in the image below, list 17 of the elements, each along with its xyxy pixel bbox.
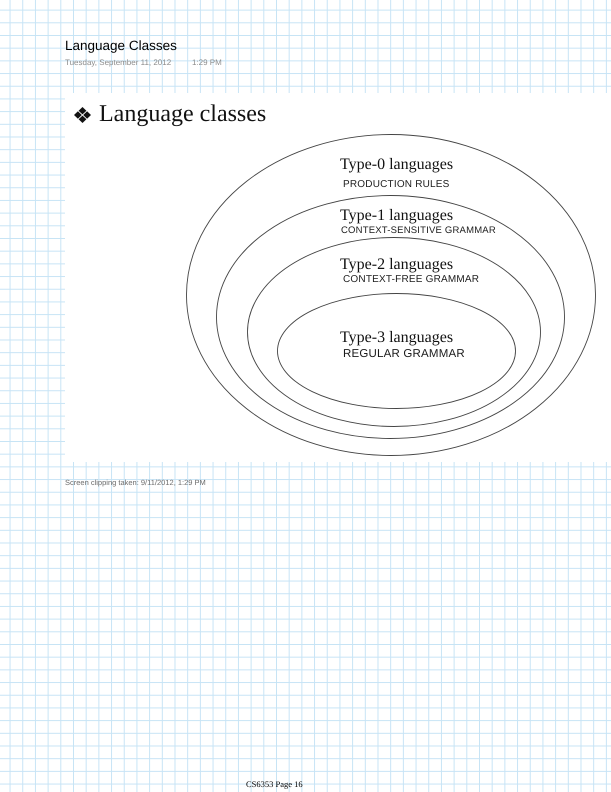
handwritten-note: CONTEXT-SENSITIVE GRAMMAR: [341, 225, 496, 236]
language-class-ellipse: [247, 237, 541, 427]
language-class-ellipse: [277, 293, 516, 409]
language-class-ellipse: [186, 134, 596, 456]
class-name: Type-1 languages: [340, 207, 454, 224]
handwritten-note: CONTEXT-FREE GRAMMAR: [343, 274, 480, 286]
class-name: Type-2 languages: [340, 256, 454, 273]
handwritten-note: PRODUCTION RULES: [343, 178, 450, 191]
page-footer: CS6353 Page 16: [246, 779, 303, 789]
class-name: Type-3 languages: [340, 329, 454, 346]
note-date: Tuesday, September 11, 2012: [65, 58, 172, 68]
handwritten-note: REGULAR GRAMMAR: [343, 347, 465, 361]
note-time: 1:29 PM: [192, 58, 222, 68]
page-heading: Language Classes: [65, 37, 177, 54]
slide-title: Language classes: [99, 100, 266, 128]
language-class-ellipse: [216, 195, 565, 439]
class-name: Type-0 languages: [340, 156, 454, 173]
